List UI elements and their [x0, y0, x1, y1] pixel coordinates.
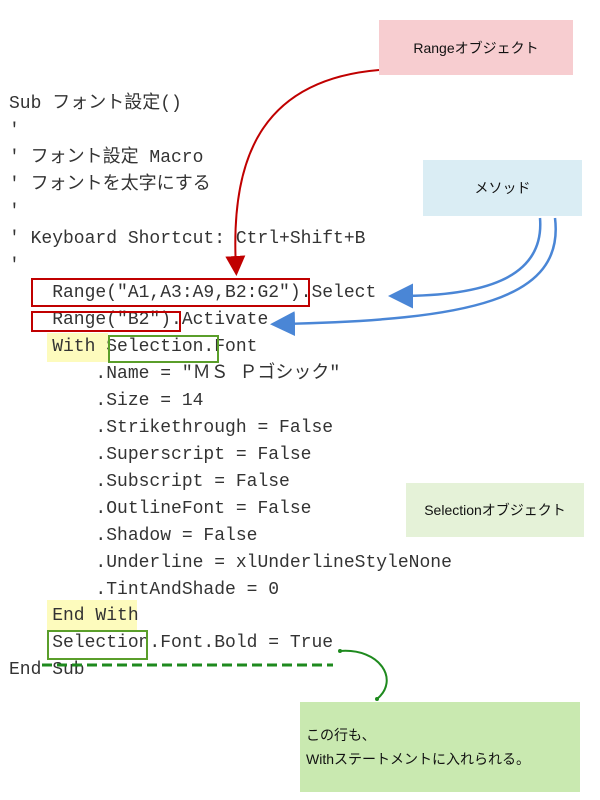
code-line: ' [9, 121, 20, 141]
end-with-highlight [47, 600, 137, 630]
selection-highlight-box [108, 335, 219, 363]
code-line: .Superscript = False [9, 445, 312, 465]
blue-arrow-select [388, 217, 542, 309]
code-line: .Strikethrough = False [9, 418, 334, 438]
red-arrow [225, 69, 380, 276]
range-object-callout: Rangeオブジェクト [379, 20, 573, 75]
code-line: Range("B2").Activate [9, 310, 269, 330]
code-line: .Size = 14 [9, 391, 204, 411]
blue-arrow-activate [270, 217, 557, 337]
code-line: With Selection.Font [9, 337, 258, 357]
range-activate-highlight-box [31, 311, 181, 332]
code-line: Sub フォント設定() [9, 94, 182, 114]
note-line-2: Withステートメントに入れられる。 [306, 751, 530, 767]
code-line: ' [9, 202, 20, 222]
note-callout: この行も、 Withステートメントに入れられる。 [300, 702, 580, 792]
code-line: .Shadow = False [9, 526, 258, 546]
code-line: Selection.Font.Bold = True [9, 633, 334, 653]
code-line: .Name = "ＭＳ Ｐゴシック" [9, 364, 341, 384]
code-line: .OutlineFont = False [9, 499, 312, 519]
code-line: ' フォント設定 Macro [9, 148, 204, 168]
method-callout: メソッド [423, 160, 582, 216]
green-connector [339, 649, 388, 700]
range-select-highlight-box [31, 278, 310, 307]
code-line: ' Keyboard Shortcut: Ctrl+Shift+B [9, 229, 366, 249]
selection-bold-highlight-box [47, 630, 148, 660]
code-line: .Underline = xlUnderlineStyleNone [9, 553, 452, 573]
selection-object-callout: Selectionオブジェクト [406, 483, 584, 537]
code-line: .TintAndShade = 0 [9, 580, 280, 600]
code-line: ' フォントを太字にする [9, 175, 211, 195]
note-line-1: この行も、 [306, 727, 376, 743]
with-highlight [47, 333, 108, 362]
code-line: ' [9, 256, 20, 276]
code-line: .Subscript = False [9, 472, 290, 492]
code-line: Range("A1,A3:A9,B2:G2").Select [9, 283, 377, 303]
code-line: End With [9, 606, 139, 626]
